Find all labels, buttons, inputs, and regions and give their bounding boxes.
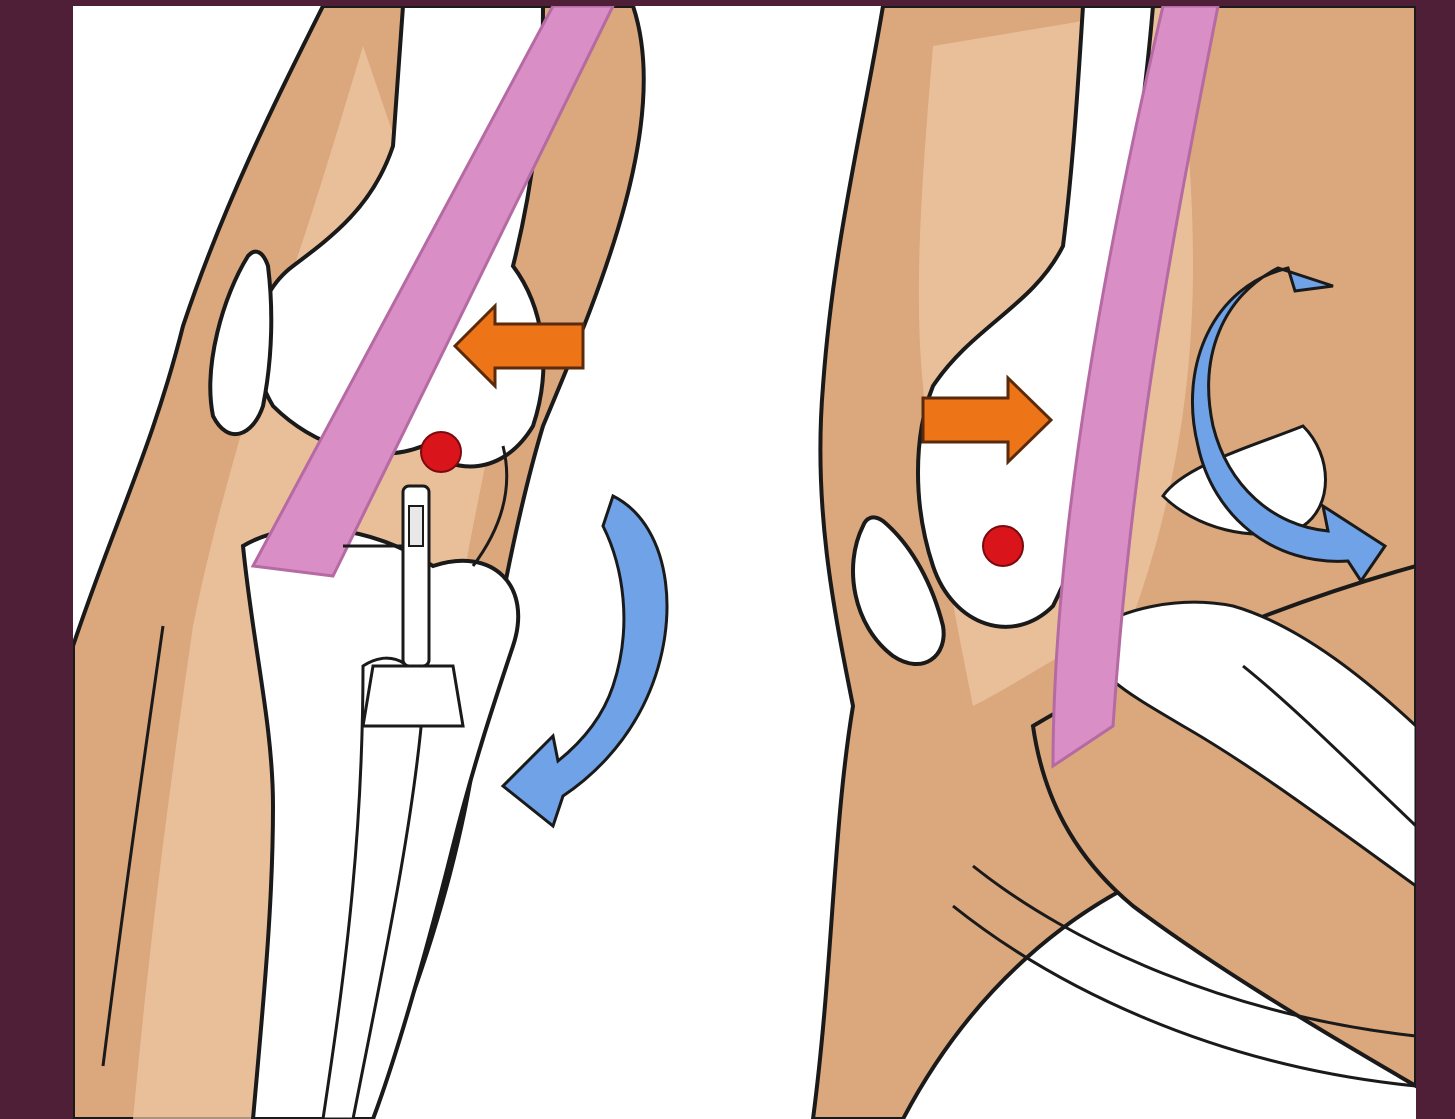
left-rotation-arrow (503, 496, 667, 826)
knee-illustration (73, 6, 1416, 1119)
right-knee-view (813, 6, 1416, 1119)
left-knee-view (73, 6, 667, 1119)
left-pivot-dot (421, 432, 461, 472)
right-pivot-dot (983, 526, 1023, 566)
illustration-panel (73, 6, 1416, 1119)
